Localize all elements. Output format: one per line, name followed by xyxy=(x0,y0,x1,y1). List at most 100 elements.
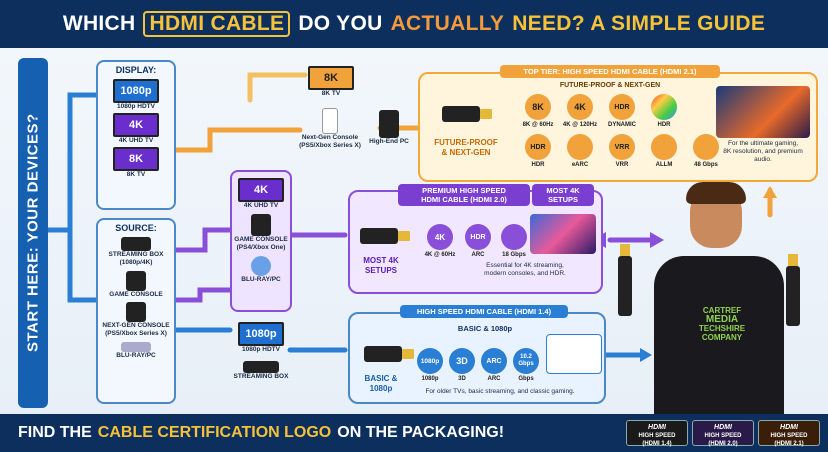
tier21-tag: TOP TIER: HIGH SPEED HDMI CABLE (HDMI 2.… xyxy=(500,65,720,78)
tier20-tag2: MOST 4K SETUPS xyxy=(532,184,594,206)
footer-part-2: CABLE CERTIFICATION LOGO xyxy=(97,424,332,441)
shirt-line-3: TECHSHIRE xyxy=(698,324,746,333)
tier20-plug-icon xyxy=(360,228,410,244)
source-bluray: BLU-RAY/PC xyxy=(116,352,156,359)
feat20-hdr-icon: HDR xyxy=(465,224,491,250)
top-8k-tv-screen: 8K xyxy=(308,66,354,90)
footer-banner: FIND THE CABLE CERTIFICATION LOGO ON THE… xyxy=(0,414,828,452)
feat-8k-icon: 8K xyxy=(525,94,551,120)
footer-part-3: ON THE PACKAGING! xyxy=(337,424,505,441)
tier21-side: FUTURE-PROOF & NEXT-GEN xyxy=(434,138,498,157)
mid-4k-group: 4K 4K UHD TV GAME CONSOLE (PS4/Xbox One)… xyxy=(230,170,292,312)
mid-1080p-tv: 1080p xyxy=(238,322,284,346)
source-panel: SOURCE: STREAMING BOX (1080p/4K) GAME CO… xyxy=(96,218,176,404)
shirt-line-2: MEDIA xyxy=(705,314,739,325)
feat20-4k-label: 4K @ 60Hz xyxy=(424,252,456,258)
display-4k-label: 4K UHD TV xyxy=(118,137,154,144)
feat14-arc-icon: ARC xyxy=(481,348,507,374)
feat20-18gbps-label: 18 Gbps xyxy=(502,252,526,258)
tier14-chart-screen xyxy=(546,334,602,374)
title-part-5: NEED? A SIMPLE GUIDE xyxy=(512,12,766,35)
mid-console-icon xyxy=(251,214,271,236)
display-8k-label: 8K TV xyxy=(126,171,146,178)
tier14-sub: BASIC & 1080p xyxy=(457,324,513,333)
feat20-4k-icon: 4K xyxy=(427,224,453,250)
feat-vrr-label: VRR xyxy=(615,162,629,168)
feat-hdr-dynamic-icon: HDR xyxy=(609,94,635,120)
mid-console-label: GAME CONSOLE (PS4/Xbox One) xyxy=(234,236,288,251)
feat14-gbps-label: Gbps xyxy=(518,376,534,382)
feat-allm-icon xyxy=(651,134,677,160)
tier20-side: MOST 4K SETUPS xyxy=(363,256,399,275)
feat-48gbps-label: 48 Gbps xyxy=(694,162,718,168)
feat-hdr-color-icon xyxy=(651,94,677,120)
feat14-3d-icon: 3D xyxy=(449,348,475,374)
feat-4k-icon: 4K xyxy=(567,94,593,120)
top-pc-label: High-End PC xyxy=(369,138,409,145)
person-hair xyxy=(686,182,746,204)
title-part-4: ACTUALLY xyxy=(390,12,505,35)
tier14-tag: HIGH SPEED HDMI CABLE (HDMI 1.4) xyxy=(400,305,568,318)
mid-streaming-box-label: STREAMING BOX xyxy=(233,373,289,380)
mid-streaming-box-icon xyxy=(243,361,279,373)
tier14-side: BASIC & 1080p xyxy=(364,374,398,393)
feat-earc-label: eARC xyxy=(571,162,589,168)
feat-4k-label: 4K @ 120Hz xyxy=(562,122,598,128)
feat-hdr2-label: HDR xyxy=(531,162,545,168)
top-console-label: Next-Gen Console (PS5/Xbox Series X) xyxy=(299,134,361,149)
left-hdmi-connector xyxy=(620,244,630,256)
shirt-logo: CARTREF MEDIA TECHSHIRE COMPANY xyxy=(682,306,762,342)
game-console-icon xyxy=(126,271,146,291)
source-game-console: GAME CONSOLE xyxy=(109,291,163,298)
tier21-sub: FUTURE-PROOF & NEXT-GEN xyxy=(559,82,661,89)
tier21-gaming-screen xyxy=(716,86,810,138)
tier-hdmi-2-0: PREMIUM HIGH SPEED HDMI CABLE (HDMI 2.0)… xyxy=(348,184,603,294)
ps5-icon xyxy=(322,108,338,134)
tier14-plug-icon xyxy=(364,346,414,362)
feat-earc-icon xyxy=(567,134,593,160)
feat-8k-label: 8K @ 60Hz xyxy=(522,122,554,128)
top-8k-tv-label: 8K TV xyxy=(321,90,341,97)
source-next-gen-console: NEXT-GEN CONSOLE (PS5/Xbox Series X) xyxy=(102,322,170,337)
feat-hdr-dynamic-label: DYNAMIC xyxy=(608,122,636,128)
mid-1080p-group: 1080p 1080p HDTV STREAMING BOX xyxy=(230,322,292,402)
feat20-arc-label: ARC xyxy=(471,252,485,258)
left-hdmi-cable xyxy=(618,256,632,316)
title-part-2: HDMI CABLE xyxy=(143,11,291,37)
tier20-tag: PREMIUM HIGH SPEED HDMI CABLE (HDMI 2.0) xyxy=(398,184,530,206)
bluray-icon xyxy=(121,342,151,352)
feat20-gauge-icon xyxy=(501,224,527,250)
feat-hdr-icon: HDR xyxy=(525,134,551,160)
presenter-person: CARTREF MEDIA TECHSHIRE COMPANY xyxy=(618,182,824,416)
display-1080p-label: 1080p HDTV xyxy=(117,103,155,110)
mid-4k-tv: 4K xyxy=(238,178,284,202)
tier21-note: For the ultimate gaming, 8K resolution, … xyxy=(723,140,803,163)
streaming-box-icon xyxy=(121,237,151,251)
shirt-line-4: COMPANY xyxy=(701,333,743,342)
tv-1080p: 1080p xyxy=(113,79,159,103)
top-8k-tv: 8K 8K TV xyxy=(306,66,356,97)
feat-vrr-icon: VRR xyxy=(609,134,635,160)
feat-48gbps-icon xyxy=(693,134,719,160)
tier-hdmi-1-4: HIGH SPEED HDMI CABLE (HDMI 1.4) BASIC &… xyxy=(348,305,606,404)
feat-allm-label: ALLM xyxy=(655,162,673,168)
next-gen-console-icon xyxy=(126,302,146,322)
source-title: SOURCE: xyxy=(115,223,157,233)
display-panel: DISPLAY: 1080p 1080p HDTV 4K 4K UHD TV 8… xyxy=(96,60,176,210)
tv-8k: 8K xyxy=(113,147,159,171)
source-streaming-box: STREAMING BOX (1080p/4K) xyxy=(108,251,164,266)
feat-hdr-label: HDR xyxy=(657,122,671,128)
display-title: DISPLAY: xyxy=(115,65,157,75)
feat14-gbps-icon: 10.2 Gbps xyxy=(513,348,539,374)
tier20-note: Essential for 4K streaming, modern conso… xyxy=(484,262,566,277)
top-console: Next-Gen Console (PS5/Xbox Series X) xyxy=(290,108,370,150)
mid-4k-tv-label: 4K UHD TV xyxy=(243,202,279,209)
mid-1080p-tv-label: 1080p HDTV xyxy=(242,346,280,353)
shirt-line-1: CARTREF xyxy=(702,306,742,315)
right-hdmi-connector xyxy=(788,254,798,266)
title-part-3: DO YOU xyxy=(298,12,383,35)
